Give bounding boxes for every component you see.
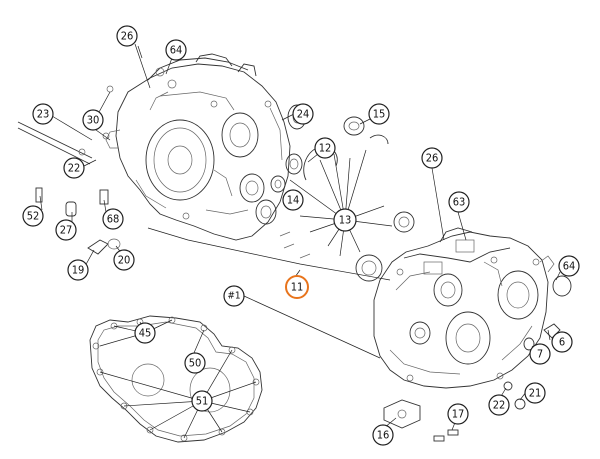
callout-63: 63: [448, 191, 470, 213]
svg-text:63: 63: [453, 196, 466, 209]
crankcase-gasket: [89, 315, 263, 443]
callout-19: 19: [67, 259, 89, 281]
svg-text:64: 64: [563, 260, 576, 273]
svg-text:15: 15: [373, 108, 386, 121]
callout-52: 52: [22, 205, 44, 227]
callout-30: 30: [82, 109, 104, 131]
svg-text:52: 52: [27, 210, 40, 223]
svg-text:20: 20: [118, 254, 131, 267]
callout-23: 23: [32, 103, 54, 125]
bearing-stack-center: [255, 104, 415, 282]
svg-text:7: 7: [537, 348, 543, 361]
callout-6: 6: [551, 331, 573, 353]
svg-text:19: 19: [72, 264, 85, 277]
callout-68: 68: [102, 208, 124, 230]
callout-14: 14: [282, 189, 304, 211]
svg-text:11: 11: [291, 281, 304, 294]
callout-assembly-1: #1: [223, 285, 245, 307]
callout-45: 45: [134, 322, 156, 344]
callout-20: 20: [113, 249, 135, 271]
callout-22-left: 22: [63, 157, 85, 179]
callout-64-top: 64: [165, 39, 187, 61]
callout-16: 16: [372, 424, 394, 446]
svg-text:17: 17: [452, 408, 465, 421]
svg-text:45: 45: [139, 327, 152, 340]
callout-22-right: 22: [488, 394, 510, 416]
callout-13: 13: [333, 208, 357, 232]
callout-17: 17: [447, 403, 469, 425]
callout-7: 7: [529, 343, 551, 365]
callout-12: 12: [314, 137, 336, 159]
callout-64-right: 64: [558, 255, 580, 277]
callout-15: 15: [368, 103, 390, 125]
svg-text:68: 68: [107, 213, 120, 226]
callout-50: 50: [184, 352, 206, 374]
svg-text:30: 30: [87, 114, 100, 127]
svg-text:26: 26: [426, 152, 439, 165]
svg-text:22: 22: [493, 399, 506, 412]
left-crankcase-half: [105, 53, 291, 241]
svg-text:6: 6: [559, 336, 565, 349]
svg-text:64: 64: [170, 44, 183, 57]
callout-27: 27: [55, 219, 77, 241]
svg-text:23: 23: [37, 108, 50, 121]
callout-24: 24: [292, 103, 314, 125]
leader-lines: [39, 43, 561, 439]
right-crankcase-half: [373, 227, 555, 389]
svg-text:13: 13: [339, 214, 352, 227]
svg-text:16: 16: [377, 429, 390, 442]
svg-text:24: 24: [297, 108, 310, 121]
svg-text:12: 12: [319, 142, 332, 155]
callout-26-right: 26: [421, 147, 443, 169]
small-parts: [17, 85, 572, 442]
svg-text:21: 21: [529, 387, 542, 400]
callout-21: 21: [524, 382, 546, 404]
svg-text:22: 22: [68, 162, 81, 175]
svg-text:#1: #1: [227, 291, 240, 302]
callout-26-top: 26: [116, 25, 138, 47]
callout-11[interactable]: 11: [285, 275, 309, 299]
svg-text:26: 26: [121, 30, 134, 43]
callout-51: 51: [191, 390, 213, 412]
svg-text:27: 27: [60, 224, 73, 237]
svg-text:51: 51: [196, 395, 209, 408]
svg-text:50: 50: [189, 357, 202, 370]
svg-text:14: 14: [287, 194, 300, 207]
